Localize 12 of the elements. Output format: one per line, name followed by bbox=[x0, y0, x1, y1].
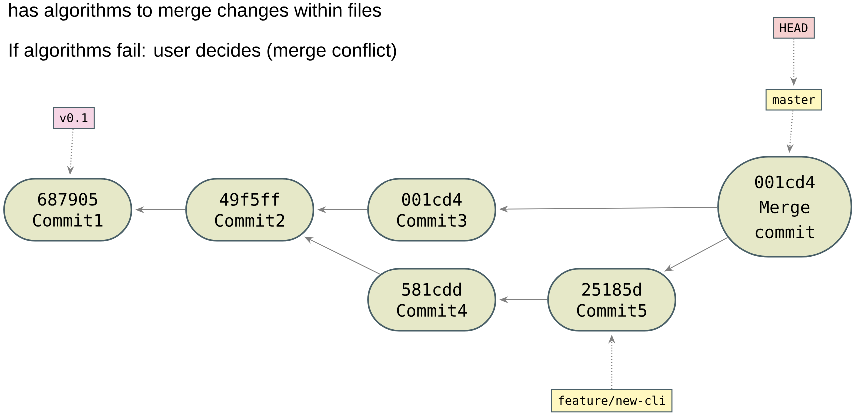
commit-node: 001cd4 Commit3 bbox=[368, 178, 496, 242]
branch-label: feature/new-cli bbox=[551, 389, 673, 413]
commit-node: 687905 Commit1 bbox=[4, 178, 132, 242]
commit-node: 581cdd Commit4 bbox=[368, 268, 496, 332]
commit-node: 49f5ff Commit2 bbox=[186, 178, 314, 242]
tag-label: v0.1 bbox=[53, 106, 95, 130]
merge-commit-node: 001cd4 Merge commit bbox=[718, 156, 852, 258]
note-text: If algorithms fail: user decides (merge conflict) bbox=[10, 43, 396, 61]
note-text: has algorithms to merge changes within files bbox=[10, 3, 382, 21]
branch-label: master bbox=[766, 89, 822, 111]
head-label: HEAD bbox=[773, 17, 815, 39]
commit-node: 25185d Commit5 bbox=[548, 268, 676, 332]
